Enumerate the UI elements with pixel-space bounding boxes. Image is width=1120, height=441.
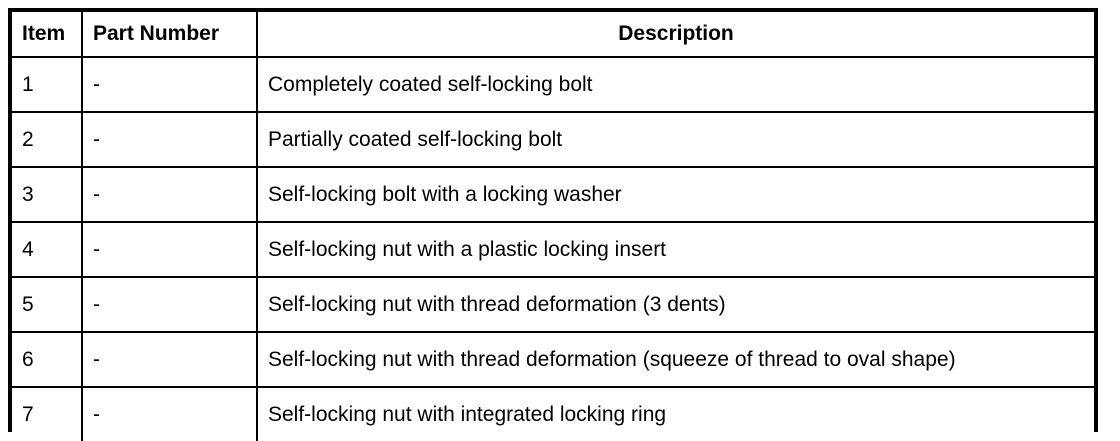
cell-part-number: - [82,277,258,333]
cell-item-value: 4 [22,237,34,261]
cell-item: 5 [12,277,83,333]
cell-description: Self-locking nut with thread deformation… [257,332,1094,388]
table-row: 1 - Completely coated self-locking bolt [12,57,1094,113]
cell-item: 2 [12,112,83,168]
cell-part-number-value: - [93,127,100,151]
cell-part-number-value: - [93,402,100,426]
cell-item-value: 5 [22,292,34,316]
cell-description: Self-locking bolt with a locking washer [257,167,1094,223]
cell-part-number: - [82,57,258,113]
cell-part-number-value: - [93,182,100,206]
cell-part-number: - [82,167,258,223]
column-header-description-label: Description [618,22,734,46]
table-row: 5 - Self-locking nut with thread deforma… [12,277,1094,333]
cell-part-number-value: - [93,237,100,261]
table-row: 3 - Self-locking bolt with a locking was… [12,167,1094,223]
cell-part-number-value: - [93,347,100,371]
table-row: 6 - Self-locking nut with thread deforma… [12,332,1094,388]
parts-table-container: Item Part Number Description 1 [8,8,1098,441]
table-row: 7 - Self-locking nut with integrated loc… [12,387,1094,441]
column-header-description: Description [257,12,1094,58]
cell-description: Completely coated self-locking bolt [257,57,1094,113]
cell-item-value: 2 [22,127,34,151]
cell-description-value: Self-locking nut with integrated locking… [268,402,667,426]
cell-item-value: 6 [22,347,34,371]
cell-description-value: Partially coated self-locking bolt [268,127,563,151]
cell-description: Self-locking nut with thread deformation… [257,277,1094,333]
table-row: 4 - Self-locking nut with a plastic lock… [12,222,1094,278]
cell-item-value: 7 [22,402,34,426]
table-body: 1 - Completely coated self-locking bolt … [12,57,1094,441]
cell-description-value: Self-locking nut with thread deformation… [268,347,956,371]
cell-item: 4 [12,222,83,278]
cell-item: 6 [12,332,83,388]
cell-part-number: - [82,332,258,388]
cell-description-value: Self-locking nut with a plastic locking … [268,237,667,261]
cell-item: 3 [12,167,83,223]
column-header-part-number-label: Part Number [93,22,220,46]
cell-description: Partially coated self-locking bolt [257,112,1094,168]
cell-item: 1 [12,57,83,113]
cell-description: Self-locking nut with integrated locking… [257,387,1094,441]
cell-part-number: - [82,112,258,168]
cell-item: 7 [12,387,83,441]
parts-table: Item Part Number Description 1 [12,12,1094,441]
cell-part-number-value: - [93,292,100,316]
cell-part-number: - [82,222,258,278]
table-header-row: Item Part Number Description [12,12,1094,58]
cell-part-number-value: - [93,72,100,96]
cell-description-value: Completely coated self-locking bolt [268,72,593,96]
column-header-item-label: Item [22,22,66,46]
column-header-item: Item [12,12,83,58]
cell-item-value: 1 [22,72,34,96]
column-header-part-number: Part Number [82,12,258,58]
cell-description-value: Self-locking nut with thread deformation… [268,292,726,316]
cell-description: Self-locking nut with a plastic locking … [257,222,1094,278]
cell-part-number: - [82,387,258,441]
table-row: 2 - Partially coated self-locking bolt [12,112,1094,168]
cell-item-value: 3 [22,182,34,206]
cell-description-value: Self-locking bolt with a locking washer [268,182,622,206]
table-header: Item Part Number Description [12,12,1094,58]
